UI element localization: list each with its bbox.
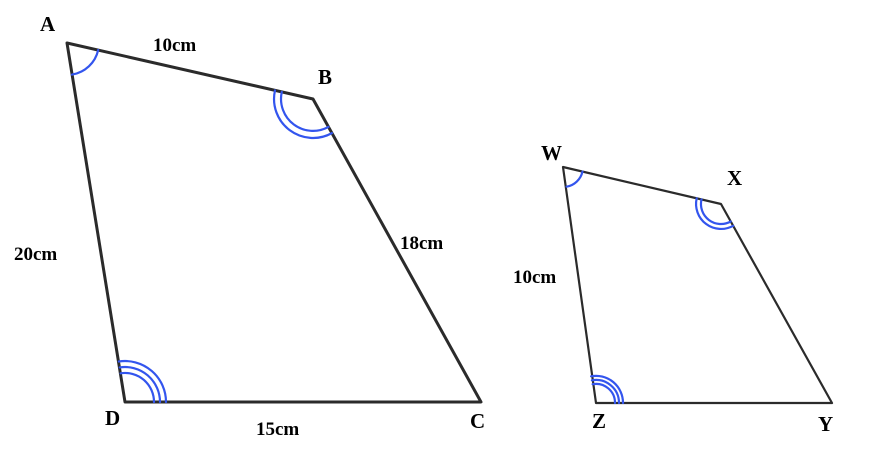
angle-w-single-arc <box>565 170 584 188</box>
angle-b-double-arc-inner <box>279 90 330 132</box>
angle-z-triple-arc-inner <box>591 382 617 405</box>
angle-d-triple-arc-outer <box>117 359 168 404</box>
quadrilateral-wxyz-outline <box>561 165 834 405</box>
side-label-ad: 20cm <box>14 244 57 265</box>
vertex-label-z: Z <box>592 409 606 433</box>
side-label-bc: 18cm <box>400 233 443 254</box>
vertex-label-y: Y <box>818 412 833 436</box>
side-label-ab: 10cm <box>153 35 196 56</box>
angle-z-triple-arc-outer <box>590 374 625 405</box>
angle-d-triple-arc-middle <box>118 365 162 404</box>
vertex-label-x: X <box>727 166 742 190</box>
quadrilateral-abcd <box>65 41 483 404</box>
vertex-label-d: D <box>105 406 120 430</box>
vertex-label-w: W <box>541 141 562 165</box>
vertex-label-c: C <box>470 409 485 433</box>
side-label-wz: 10cm <box>513 267 556 288</box>
angle-x-double-arc-inner <box>699 198 732 226</box>
vertex-label-a: A <box>40 12 56 36</box>
angle-z-triple-arc-middle <box>590 378 621 405</box>
angle-b-double-arc-outer <box>272 89 333 140</box>
quadrilateral-wxyz <box>561 165 834 405</box>
side-label-dc: 15cm <box>256 419 299 440</box>
vertex-label-b: B <box>318 65 332 89</box>
quadrilateral-abcd-outline <box>65 41 483 404</box>
angle-a-single-arc <box>70 48 100 76</box>
angle-x-double-arc-outer <box>695 197 735 231</box>
angle-d-triple-arc-inner <box>119 371 156 404</box>
